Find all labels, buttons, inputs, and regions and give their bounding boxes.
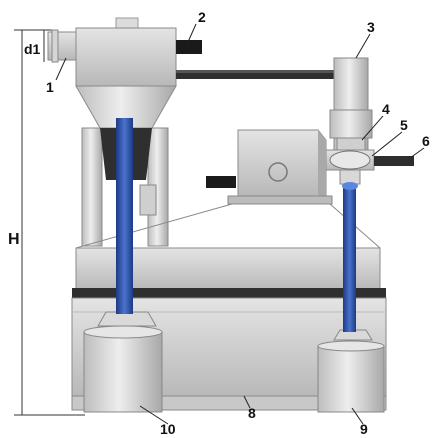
- left-collection-drum: [83, 311, 163, 413]
- right-blue-tube: [343, 184, 356, 332]
- height-dimension: H: [8, 29, 85, 416]
- callout-labels: 1 2 3 4 5 6 8 9 10: [46, 9, 430, 437]
- nozzle-6: [374, 156, 414, 166]
- right-collection-drum: [317, 329, 385, 413]
- callout-1: 1: [46, 79, 54, 95]
- motor-nozzle: [206, 176, 236, 188]
- inlet-pipe: [47, 29, 77, 63]
- diameter-label: d1: [24, 41, 41, 57]
- hopper: [75, 17, 202, 129]
- left-blue-tube: [116, 118, 133, 314]
- diameter-dimension: d1: [24, 30, 45, 62]
- filter-column: [325, 57, 414, 185]
- callout-5: 5: [400, 117, 408, 133]
- callout-6: 6: [422, 133, 430, 149]
- callout-10: 10: [160, 421, 176, 437]
- vibrating-tray: [72, 203, 386, 298]
- callout-9: 9: [360, 421, 368, 437]
- callout-2: 2: [198, 9, 206, 25]
- callout-4: 4: [382, 101, 390, 117]
- height-label: H: [8, 231, 20, 248]
- blue-tubes: [116, 118, 358, 332]
- callout-3: 3: [367, 19, 375, 35]
- motor-unit: [206, 129, 333, 205]
- connecting-pipe: [176, 70, 334, 79]
- nozzle-2: [176, 40, 202, 54]
- callout-8: 8: [248, 405, 256, 421]
- leader-lines: [55, 23, 425, 425]
